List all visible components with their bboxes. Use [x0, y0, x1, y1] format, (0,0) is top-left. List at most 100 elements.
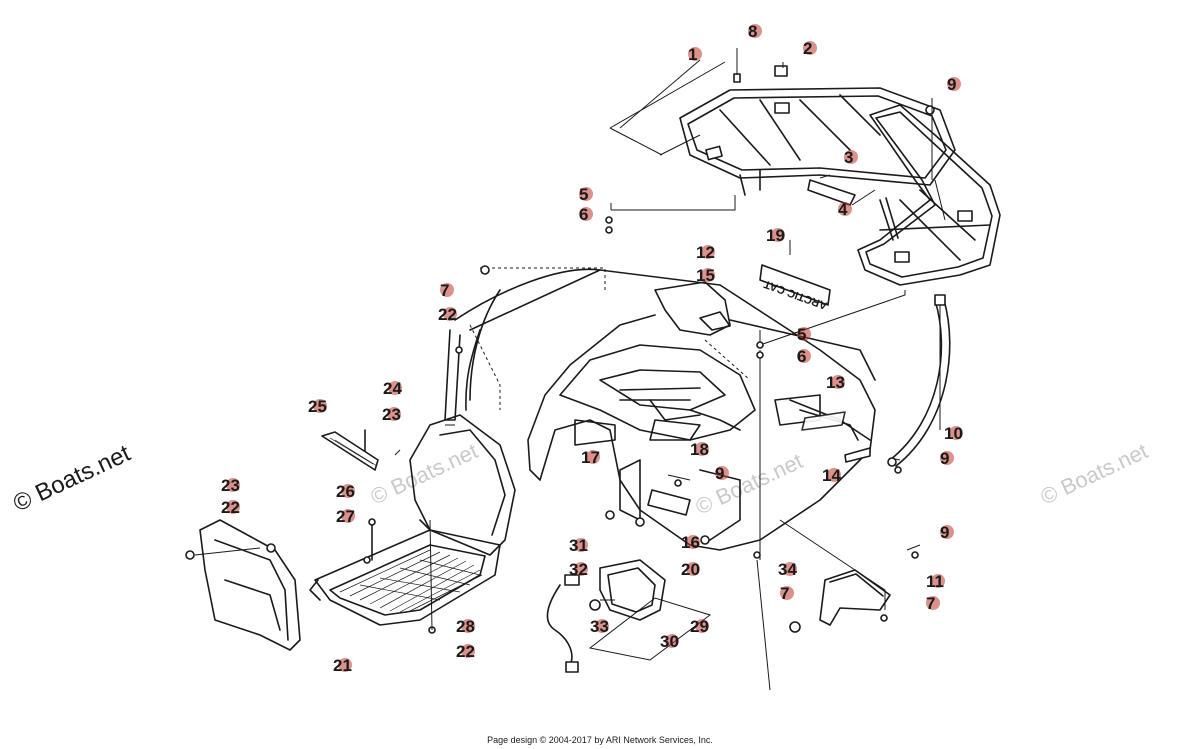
callout-dot	[440, 283, 454, 297]
callout-number: 5	[579, 185, 588, 204]
callout-15[interactable]: 15	[696, 266, 715, 285]
callout-3[interactable]: 3	[844, 148, 858, 167]
callout-dot	[461, 619, 475, 633]
rear-fender: ARCTIC CAT	[444, 264, 876, 551]
callout-dot	[338, 658, 352, 672]
callout-number: 25	[308, 397, 327, 416]
callout-dot	[574, 562, 588, 576]
callout-14[interactable]: 14	[822, 466, 841, 485]
watermark-float: © Boats.net	[367, 438, 482, 509]
callout-34[interactable]: 34	[778, 560, 797, 579]
callout-dot	[844, 150, 858, 164]
callout-dot	[586, 450, 600, 464]
callout-dot	[931, 574, 945, 588]
callout-23b[interactable]: 23	[221, 476, 240, 495]
callout-26[interactable]: 26	[336, 482, 355, 501]
callout-dot	[783, 562, 797, 576]
callout-dot	[701, 245, 715, 259]
callout-number: 34	[778, 560, 797, 579]
callout-25[interactable]: 25	[308, 397, 327, 416]
callout-dot	[443, 307, 457, 321]
callout-5a[interactable]: 5	[579, 185, 593, 204]
callout-dot	[947, 77, 961, 91]
callout-dot	[940, 525, 954, 539]
callout-33[interactable]: 33	[590, 617, 609, 636]
callout-number: 7	[440, 281, 449, 300]
callout-8[interactable]: 8	[748, 22, 762, 41]
callout-dot	[686, 535, 700, 549]
callout-32[interactable]: 32	[569, 560, 588, 579]
callout-dot	[771, 228, 785, 242]
callout-number: 8	[748, 22, 757, 41]
callout-dot	[313, 399, 327, 413]
watermark-left: © Boats.net	[9, 440, 135, 518]
callout-number: 20	[681, 560, 700, 579]
callout-22b[interactable]: 22	[221, 498, 240, 517]
callout-16[interactable]: 16	[681, 533, 700, 552]
callout-number: 33	[590, 617, 609, 636]
bracket	[789, 569, 891, 633]
callout-number: 6	[797, 347, 806, 366]
callout-18[interactable]: 18	[690, 440, 709, 459]
footpeg	[321, 431, 379, 471]
callout-1[interactable]: 1	[688, 45, 702, 64]
callout-6a[interactable]: 6	[579, 205, 593, 224]
callout-number: 2	[803, 39, 812, 58]
callout-13[interactable]: 13	[826, 373, 845, 392]
callout-number: 7	[926, 594, 935, 613]
callout-dot	[226, 478, 240, 492]
callout-9c[interactable]: 9	[940, 449, 954, 468]
callout-dot	[341, 509, 355, 523]
callout-23a[interactable]: 23	[382, 405, 401, 424]
callout-22c[interactable]: 22	[456, 642, 475, 661]
callout-9d[interactable]: 9	[940, 523, 954, 542]
callout-number: 4	[838, 200, 848, 219]
callout-number: 23	[382, 405, 401, 424]
callout-dot	[574, 538, 588, 552]
callout-number: 10	[944, 424, 963, 443]
callout-number: 23	[221, 476, 240, 495]
callout-21[interactable]: 21	[333, 656, 352, 675]
callout-17[interactable]: 17	[581, 448, 600, 467]
callout-dot	[579, 207, 593, 221]
callout-24[interactable]: 24	[383, 379, 402, 398]
callout-10[interactable]: 10	[944, 424, 963, 443]
callout-31[interactable]: 31	[569, 536, 588, 555]
callout-number: 15	[696, 266, 715, 285]
callout-7c[interactable]: 7	[926, 594, 940, 613]
tail-light	[546, 559, 712, 673]
callout-dot	[780, 586, 794, 600]
callout-number: 7	[780, 584, 789, 603]
callout-7b[interactable]: 7	[780, 584, 794, 603]
callout-12[interactable]: 12	[696, 243, 715, 262]
callout-number: 12	[696, 243, 715, 262]
callout-30[interactable]: 30	[660, 632, 679, 651]
callout-number: 9	[947, 75, 956, 94]
callout-6b[interactable]: 6	[797, 347, 811, 366]
callout-27[interactable]: 27	[336, 507, 355, 526]
callout-20[interactable]: 20	[681, 560, 700, 579]
callout-22a[interactable]: 22	[438, 305, 457, 324]
callout-dot	[665, 634, 679, 648]
callout-4[interactable]: 4	[838, 200, 852, 219]
callout-11[interactable]: 11	[926, 572, 945, 591]
callout-dot	[748, 24, 762, 38]
callout-5b[interactable]: 5	[797, 325, 811, 344]
callout-number: 24	[383, 379, 402, 398]
callout-9a[interactable]: 9	[947, 75, 961, 94]
callout-19[interactable]: 19	[766, 226, 785, 245]
callout-number: 5	[797, 325, 806, 344]
callout-29[interactable]: 29	[690, 617, 709, 636]
callout-2[interactable]: 2	[803, 39, 817, 58]
callout-dot	[940, 451, 954, 465]
callout-9b[interactable]: 9	[715, 464, 729, 483]
callout-number: 9	[715, 464, 724, 483]
callout-dot	[838, 202, 852, 216]
callout-28[interactable]: 28	[456, 617, 475, 636]
callout-number: 13	[826, 373, 845, 392]
callout-7a[interactable]: 7	[440, 281, 454, 300]
callout-number: 22	[438, 305, 457, 324]
callout-dot	[388, 381, 402, 395]
callout-dot	[831, 375, 845, 389]
